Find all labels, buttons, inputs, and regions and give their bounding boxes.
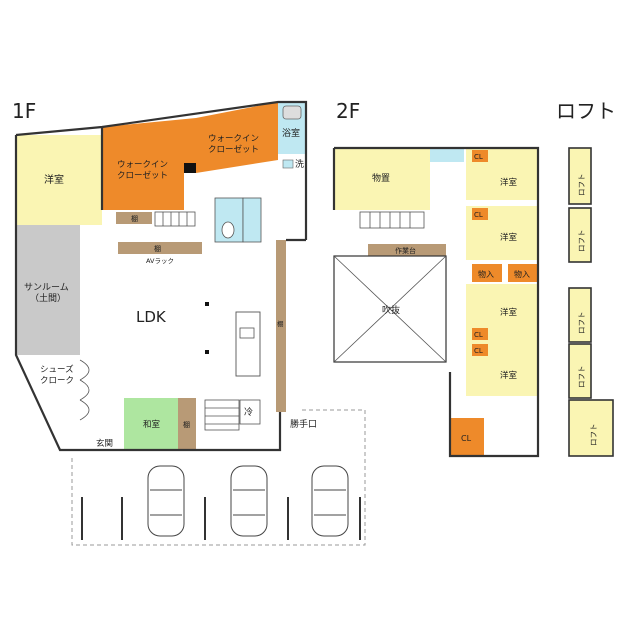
wall-top <box>15 100 308 240</box>
workbench <box>368 244 446 256</box>
ldk-label: LDK <box>136 308 167 326</box>
storage-room <box>334 148 430 210</box>
loft-5-label: ロフト <box>589 424 598 447</box>
staircase-1f <box>154 211 196 227</box>
shelf-3 <box>178 398 196 450</box>
walk-in-closet-2-label-a: ウォークイン <box>208 134 259 144</box>
loft-4-label: ロフト <box>577 366 586 389</box>
storage-room-label: 物置 <box>372 172 390 184</box>
sunroom-label-a: サンルーム <box>24 282 69 293</box>
closet-2f-4 <box>472 344 488 356</box>
floor-title-2f: 2F <box>336 99 360 123</box>
western-room-2f-4-label: 洋室 <box>500 370 518 381</box>
loft-1-label: ロフト <box>577 174 586 197</box>
closet-doors <box>79 359 90 421</box>
closet-2f-2-label: CL <box>474 211 483 219</box>
parking-area <box>71 409 366 546</box>
sink-icon <box>239 327 255 339</box>
column-2 <box>205 350 209 354</box>
walk-in-closet-1-label-a: ウォークイン <box>117 160 168 170</box>
storage-small-1-label: 物入 <box>478 269 494 279</box>
shelf-3-label: 棚 <box>183 420 190 429</box>
closet-2f-3-label: CL <box>474 331 483 339</box>
shelf-2 <box>118 242 202 254</box>
kitchen-door-label: 勝手口 <box>290 418 317 430</box>
cabinet-1f <box>276 240 286 412</box>
japanese-room-label: 和室 <box>143 419 161 430</box>
bathtub-icon <box>282 105 302 120</box>
kitchen-counter <box>235 311 261 377</box>
loft-4 <box>568 343 592 399</box>
loft-3-label: ロフト <box>577 312 586 335</box>
bathroom-label: 浴室 <box>282 127 300 139</box>
second-floor-plan: 物置 作業台 吹抜 洋室 洋室 洋室 洋室 C <box>332 146 540 458</box>
av-rack-label: AVラック <box>146 257 174 265</box>
closet-2f-3 <box>472 328 488 340</box>
closet-2f-2 <box>472 208 488 220</box>
washroom-label: 洗 <box>295 158 304 170</box>
wash-2f <box>430 148 464 162</box>
atrium <box>333 255 447 363</box>
staircase-lower <box>204 399 240 431</box>
entrance-label: 玄関 <box>96 438 113 449</box>
walk-in-closet-1-label-b: クローゼット <box>117 170 168 181</box>
atrium-label: 吹抜 <box>382 304 400 316</box>
japanese-room <box>124 398 178 450</box>
wall-2f-outer <box>334 146 540 458</box>
shoes-closet <box>18 355 80 430</box>
wall-bottom <box>14 135 282 452</box>
loft-2 <box>568 207 592 263</box>
fridge-label: 冷 <box>244 406 253 418</box>
shelf-2-label: 棚 <box>154 244 161 253</box>
staircase-2f <box>359 211 425 229</box>
loft-3 <box>568 287 592 343</box>
western-room-1f-label: 洋室 <box>44 173 64 186</box>
storage-small-2 <box>508 264 538 282</box>
washbasin-icon <box>282 159 294 169</box>
shoes-closet-label-a: シューズ <box>40 364 74 375</box>
loft-2-label: ロフト <box>577 230 586 253</box>
first-floor-plan: 洋室 ウォークイン クローゼット ウォークイン クローゼット 浴室 洗 サンルー… <box>14 100 366 546</box>
walk-in-closet-1 <box>102 118 196 210</box>
sunroom <box>16 225 80 355</box>
loft-1 <box>568 147 592 205</box>
shoes-closet-label-b: クローク <box>40 376 74 386</box>
car-icon <box>147 465 349 537</box>
closet-2f-4-label: CL <box>474 347 483 355</box>
closet-2f-1-label: CL <box>474 153 483 161</box>
walk-in-closet-2 <box>196 102 278 173</box>
floor-title-loft: ロフト <box>556 99 616 123</box>
western-room-2f-1-label: 洋室 <box>500 177 518 188</box>
closet-2f-bottom-label: CL <box>461 434 472 443</box>
column-1 <box>205 302 209 306</box>
fridge <box>239 399 261 425</box>
cabinet-1f-label: 棚 <box>277 319 284 328</box>
closet-pillar <box>184 163 196 173</box>
storage-small-1 <box>472 264 502 282</box>
workbench-label: 作業台 <box>395 246 416 255</box>
sunroom-label-b: （土間） <box>30 292 66 304</box>
western-room-2f-3-label: 洋室 <box>500 307 518 318</box>
closet-2f-1 <box>472 150 488 162</box>
loft-5 <box>568 399 614 457</box>
wash-area <box>242 197 262 243</box>
toilet-icon <box>221 221 235 239</box>
shelf-1-label: 棚 <box>131 214 138 223</box>
loft-plan: ロフト ロフト ロフト ロフト ロフト <box>568 147 614 457</box>
walk-in-closet-2-label-b: クローゼット <box>208 144 259 155</box>
storage-small-2-label: 物入 <box>514 269 530 279</box>
closet-2f-bottom <box>450 418 484 456</box>
shelf-1 <box>116 212 152 224</box>
western-room-1f <box>16 135 102 225</box>
western-room-2f-2-label: 洋室 <box>500 232 518 243</box>
floor-title-1f: 1F <box>12 99 36 123</box>
